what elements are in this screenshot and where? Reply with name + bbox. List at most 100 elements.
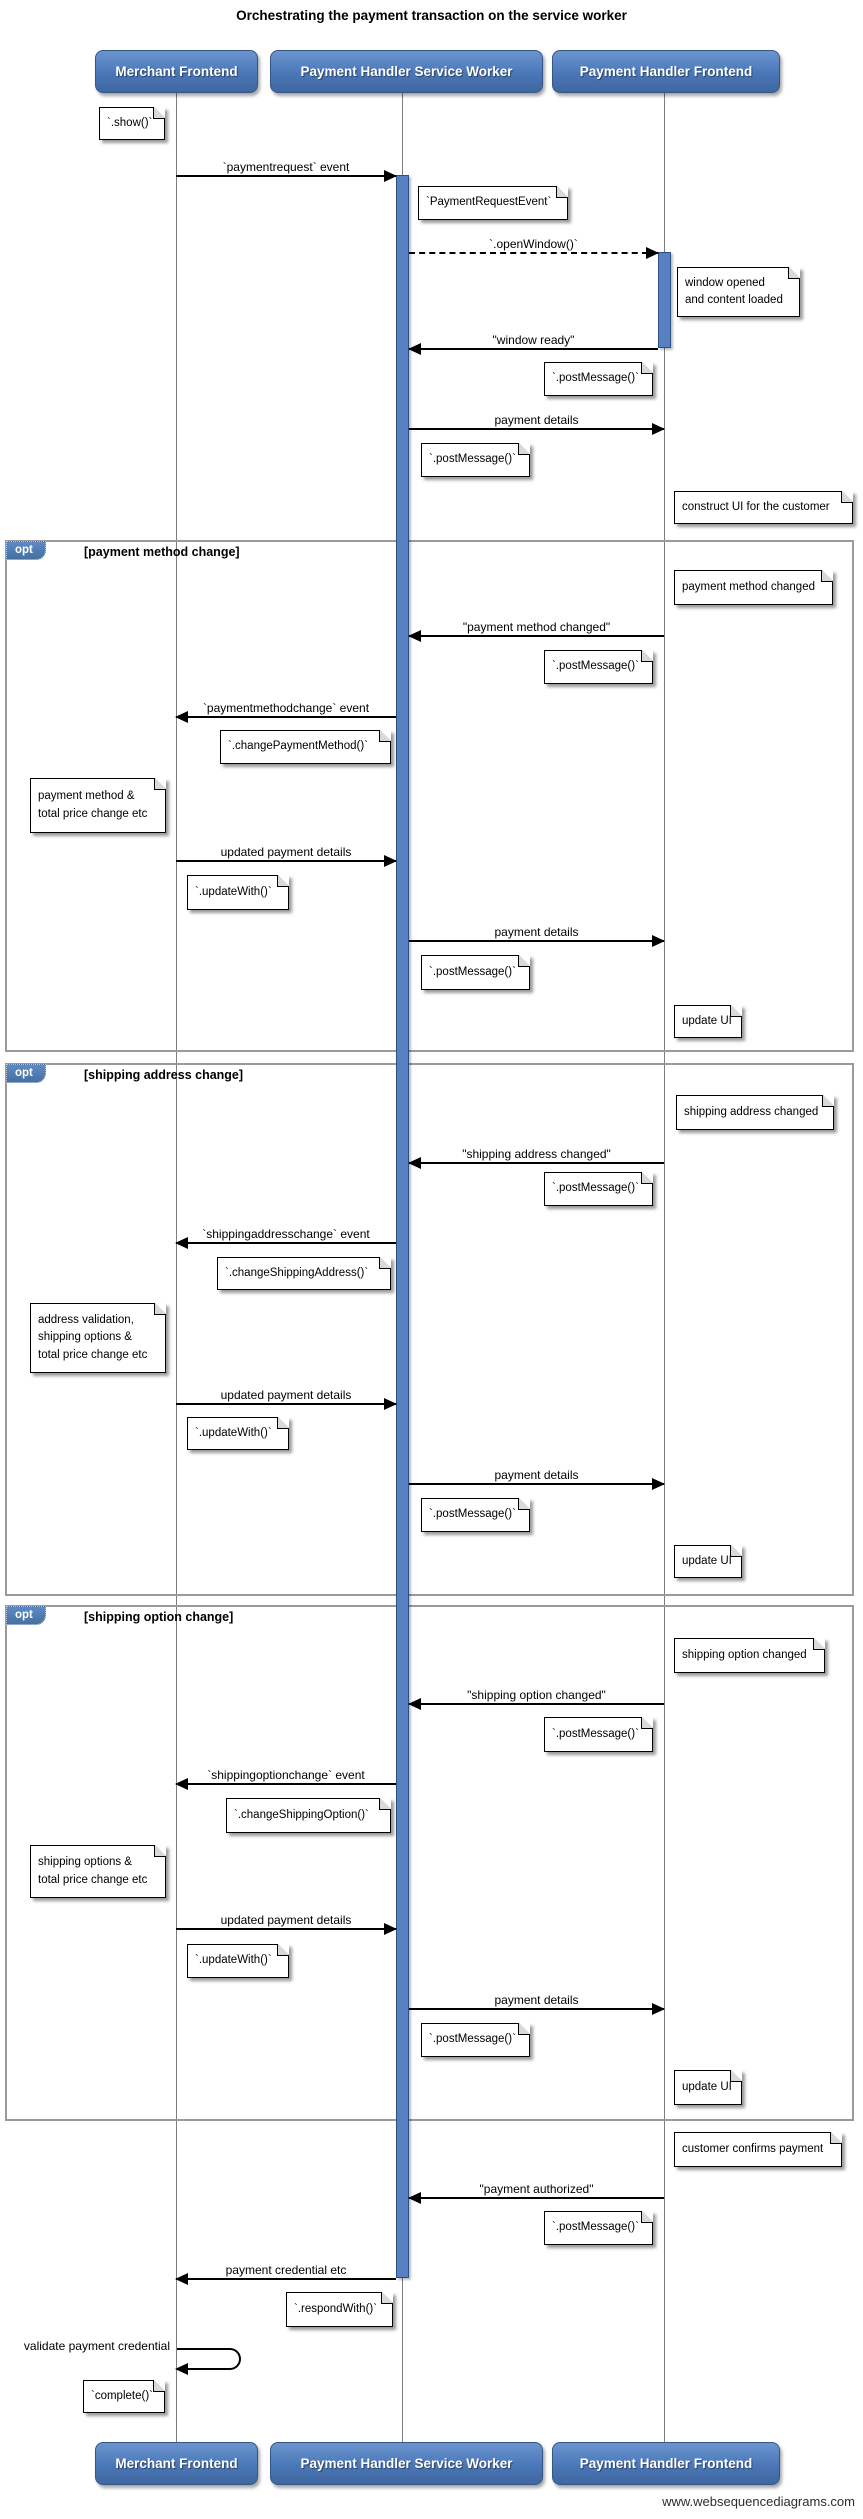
note-post-message-3: `.postMessage()`	[544, 650, 653, 684]
arrowhead-icon	[384, 1923, 397, 1935]
message-payment-authorized: "payment authorized"	[408, 2182, 664, 2204]
arrowhead-icon	[408, 1698, 421, 1710]
activation-handler-frontend	[658, 252, 671, 348]
note-fold-icon	[154, 1845, 166, 1857]
note-post-message-1: `.postMessage()`	[544, 362, 653, 396]
message-updated-payment-details-2: updated payment details	[176, 1388, 397, 1410]
note-fold-icon	[379, 730, 391, 742]
arrowhead-icon	[175, 2363, 188, 2375]
message-updated-payment-details-3: updated payment details	[176, 1913, 397, 1935]
note-fold-icon	[641, 362, 653, 374]
note-shipping-options-total: shipping options & total price change et…	[30, 1845, 166, 1898]
note-fold-icon	[381, 2292, 393, 2304]
actor-merchant-frontend-bottom: Merchant Frontend	[95, 2442, 258, 2485]
note-fold-icon	[379, 1257, 391, 1269]
note-post-message-6: `.postMessage()`	[421, 1498, 530, 1532]
watermark: www.websequencediagrams.com	[662, 2494, 855, 2509]
note-payment-method-changed: payment method changed	[674, 570, 833, 605]
note-post-message-2: `.postMessage()`	[421, 443, 530, 477]
note-payment-method-total: payment method & total price change etc	[30, 778, 166, 833]
opt-label: opt	[6, 541, 46, 560]
message-payment-details-4: payment details	[409, 1993, 665, 2015]
note-post-message-4: `.postMessage()`	[421, 955, 530, 990]
fragment-condition: [payment method change]	[84, 545, 240, 559]
message-validate-credential-loop	[175, 2348, 241, 2375]
note-fold-icon	[277, 1417, 289, 1429]
arrowhead-icon	[384, 170, 397, 182]
actor-merchant-frontend-top: Merchant Frontend	[95, 50, 258, 93]
note-respond-with: `.respondWith()`	[286, 2292, 393, 2327]
note-complete: `complete()`	[83, 2380, 165, 2413]
note-update-with-2: `.updateWith()`	[187, 1417, 289, 1450]
arrowhead-icon	[408, 1157, 421, 1169]
fragment-shipping-option-change: opt [shipping option change]	[5, 1605, 854, 2121]
message-updated-payment-details-1: updated payment details	[176, 845, 397, 867]
message-payment-credential: payment credential etc	[175, 2263, 396, 2285]
arrowhead-icon	[408, 2192, 421, 2204]
note-construct-ui: construct UI for the customer	[674, 491, 853, 524]
message-validate-credential-label: validate payment credential	[23, 2339, 170, 2353]
arrowhead-icon	[175, 711, 188, 723]
note-fold-icon	[788, 267, 800, 279]
arrowhead-icon	[652, 423, 665, 435]
note-update-with-1: `.updateWith()`	[187, 875, 289, 910]
note-fold-icon	[830, 2132, 842, 2144]
lifeline-handler-frontend	[664, 93, 665, 2442]
note-fold-icon	[822, 1095, 834, 1107]
note-fold-icon	[813, 1638, 825, 1650]
fragment-condition: [shipping address change]	[84, 1068, 244, 1082]
note-post-message-7: `.postMessage()`	[544, 1717, 653, 1752]
note-update-with-3: `.updateWith()`	[187, 1944, 289, 1978]
note-payment-request-event: `PaymentRequestEvent`	[418, 186, 568, 220]
note-fold-icon	[154, 1303, 166, 1315]
note-fold-icon	[641, 1717, 653, 1729]
note-fold-icon	[641, 1172, 653, 1184]
arrowhead-icon	[408, 630, 421, 642]
message-window-ready: "window ready"	[408, 333, 658, 355]
arrowhead-icon	[652, 1478, 665, 1490]
message-shipping-address-changed: "shipping address changed"	[408, 1147, 664, 1169]
note-fold-icon	[641, 650, 653, 662]
message-open-window: `.openWindow()`	[409, 237, 659, 259]
arrowhead-icon	[646, 247, 659, 259]
note-fold-icon	[277, 1944, 289, 1956]
note-fold-icon	[841, 491, 853, 503]
arrowhead-icon	[384, 1398, 397, 1410]
actor-service-worker-top: Payment Handler Service Worker	[270, 50, 543, 93]
note-fold-icon	[730, 1545, 742, 1557]
arrowhead-icon	[652, 935, 665, 947]
message-shippingaddresschange-event: `shippingaddresschange` event	[175, 1227, 396, 1249]
note-update-ui-3: update UI	[674, 2070, 742, 2105]
message-paymentrequest-event: `paymentrequest` event	[176, 160, 397, 182]
actor-handler-frontend-top: Payment Handler Frontend	[552, 50, 780, 93]
fragment-shipping-address-change: opt [shipping address change]	[5, 1063, 854, 1596]
fragment-condition: [shipping option change]	[84, 1610, 234, 1624]
lifeline-merchant-frontend	[176, 93, 177, 2442]
actor-handler-frontend-bottom: Payment Handler Frontend	[552, 2442, 780, 2485]
arrowhead-icon	[652, 2003, 665, 2015]
note-fold-icon	[518, 955, 530, 967]
arrowhead-icon	[384, 855, 397, 867]
message-payment-method-changed: "payment method changed"	[408, 620, 664, 642]
message-payment-details-2: payment details	[409, 925, 665, 947]
actor-service-worker-bottom: Payment Handler Service Worker	[270, 2442, 543, 2485]
message-payment-details-1: payment details	[409, 413, 665, 435]
note-change-payment-method: `.changePaymentMethod()`	[220, 730, 391, 764]
note-post-message-8: `.postMessage()`	[421, 2023, 530, 2057]
note-shipping-option-changed: shipping option changed	[674, 1638, 825, 1673]
opt-label: opt	[6, 1606, 46, 1625]
note-post-message-9: `.postMessage()`	[544, 2211, 653, 2245]
note-fold-icon	[277, 875, 289, 887]
message-paymentmethodchange-event: `paymentmethodchange` event	[175, 701, 396, 723]
arrowhead-icon	[408, 343, 421, 355]
arrowhead-icon	[175, 1237, 188, 1249]
note-customer-confirms: customer confirms payment	[674, 2132, 842, 2167]
note-window-opened: window opened and content loaded	[677, 267, 800, 317]
note-fold-icon	[821, 570, 833, 582]
note-address-validation: address validation, shipping options & t…	[30, 1303, 166, 1373]
opt-label: opt	[6, 1064, 46, 1083]
note-fold-icon	[641, 2211, 653, 2223]
arrowhead-icon	[175, 1778, 188, 1790]
note-fold-icon	[556, 186, 568, 198]
